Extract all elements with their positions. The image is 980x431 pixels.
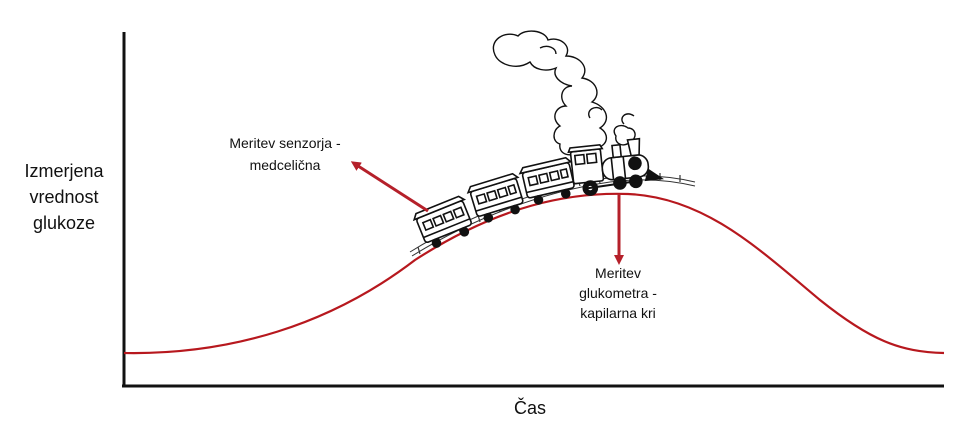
steam-train-icon — [412, 137, 664, 248]
y-axis-label: Izmerjena vrednost glukoze — [8, 158, 120, 236]
wagon — [412, 195, 472, 248]
wagon — [466, 172, 524, 223]
wagon — [518, 156, 575, 205]
meter-annotation-line: kapilarna kri — [580, 305, 656, 321]
sensor-arrow — [350, 161, 429, 213]
y-axis-label-line: glukoze — [32, 213, 96, 233]
y-axis-label-line: Izmerjena — [24, 161, 104, 181]
meter-annotation-line: glukometra - — [579, 285, 657, 301]
sensor-annotation-line: Meritev senzorja - — [229, 135, 341, 151]
meter-annotation-line: Meritev — [595, 265, 641, 281]
sensor-annotation-line: medcelična — [249, 157, 321, 173]
smoke-cloud-icon — [492, 30, 636, 157]
y-axis-label-line: vrednost — [29, 187, 99, 207]
locomotive — [567, 137, 664, 196]
sensor-annotation: Meritev senzorja - medcelična — [210, 132, 360, 176]
meter-annotation: Meritev glukometra - kapilarna kri — [548, 263, 688, 323]
x-axis-label: Čas — [513, 398, 546, 418]
glucose-curve — [123, 192, 945, 355]
